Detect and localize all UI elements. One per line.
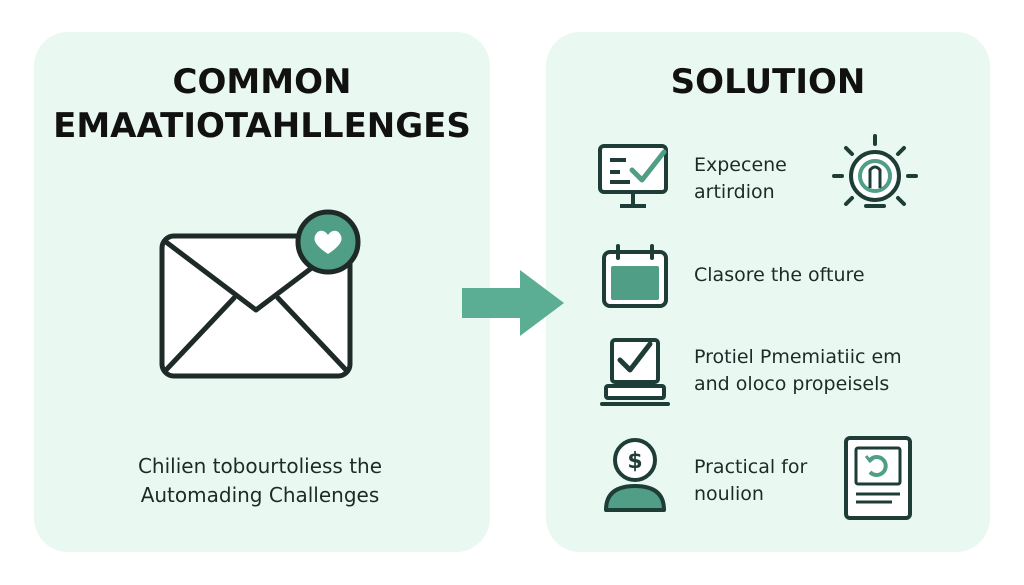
challenges-title-line2: EMAATIOTAHLLENGES (53, 106, 471, 146)
challenges-caption-line1: Chilien tobourtoliess the (137, 454, 383, 478)
solution-item-2-text: Clasore the ofture (694, 262, 865, 289)
solution-item-3-text: Protiel Pmemiatiic em and oloco propeise… (694, 344, 902, 398)
solution-item-3-line1: Protiel Pmemiatiic em (694, 346, 902, 368)
solution-title: SOLUTION (670, 62, 866, 102)
challenges-title-line1: COMMON (172, 62, 352, 102)
monitor-checklist-icon (598, 144, 668, 208)
challenges-title: COMMON EMAATIOTAHLLENGES (34, 60, 490, 148)
solution-item-1-text: Expecene artirdion (694, 152, 787, 206)
right-arrow-icon (462, 270, 564, 336)
lightbulb-icon (832, 134, 918, 208)
svg-text:$: $ (627, 449, 642, 474)
person-dollar-icon: $ (604, 438, 666, 512)
laptop-check-icon (600, 338, 670, 406)
challenges-caption-line2: Automading Challenges (140, 483, 380, 507)
solution-item-1-line2: artirdion (694, 181, 775, 203)
solution-item-2-line1: Clasore the ofture (694, 264, 865, 286)
solution-item-4-text: Practical for noulion (694, 454, 807, 508)
solution-item-4-line2: noulion (694, 483, 764, 505)
solution-item-1-line1: Expecene (694, 154, 787, 176)
envelope-heart-icon (159, 209, 361, 379)
calendar-icon (602, 244, 668, 308)
solution-item-3-line2: and oloco propeisels (694, 373, 890, 395)
solution-item-4-line1: Practical for (694, 456, 808, 478)
challenges-caption: Chilien tobourtoliess the Automading Cha… (100, 452, 420, 510)
document-refresh-icon (844, 436, 912, 520)
